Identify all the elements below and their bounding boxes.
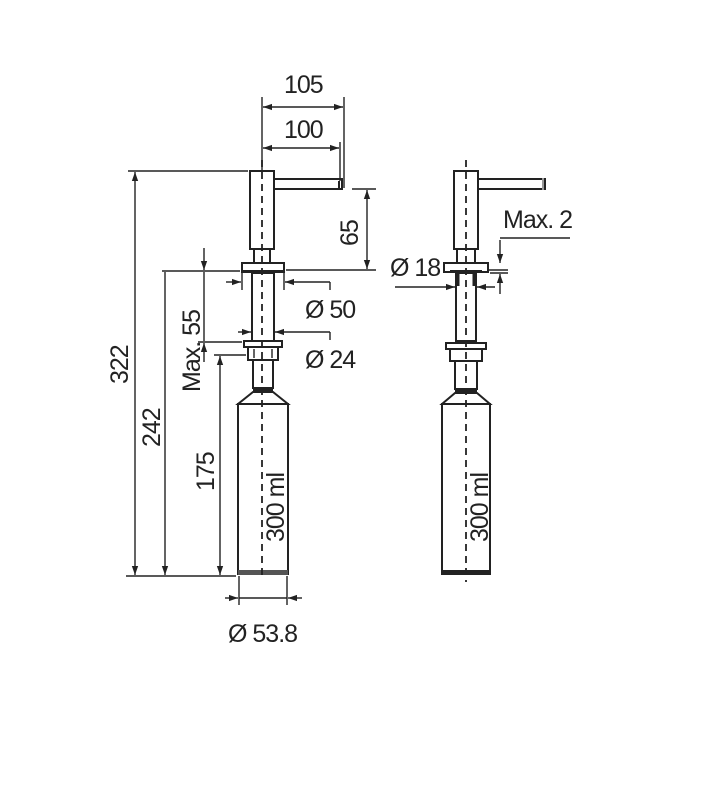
dimension-flange-diameter: Ø 50 <box>226 273 356 324</box>
bottle-capacity-label: 300 ml <box>466 473 494 542</box>
dimension-bottle-diameter: Ø 53.8 <box>225 576 302 648</box>
dimension-spout-height: 65 <box>286 188 376 271</box>
shank <box>251 272 275 342</box>
dimension-height-below-deck: 242 <box>138 270 240 575</box>
svg-text:175: 175 <box>192 452 220 491</box>
dimension-spout-reach-outer: 105 <box>261 71 345 188</box>
dimension-spout-reach-inner: 100 <box>263 116 341 181</box>
connector <box>252 359 274 389</box>
svg-text:322: 322 <box>106 345 134 384</box>
dimension-total-height: 322 <box>106 170 248 577</box>
dimension-nut-diameter: Ø 24 <box>238 328 357 374</box>
nut <box>247 346 279 361</box>
bottle <box>237 403 289 575</box>
svg-text:Ø 50: Ø 50 <box>305 296 355 324</box>
svg-text:Ø 18: Ø 18 <box>390 254 440 282</box>
svg-text:Max. 2: Max. 2 <box>503 206 572 234</box>
svg-text:Ø 53.8: Ø 53.8 <box>228 620 297 648</box>
bottle-shoulder <box>235 391 291 405</box>
spout-arm <box>477 178 546 190</box>
svg-text:Max. 55: Max. 55 <box>178 310 206 392</box>
svg-text:Ø 24: Ø 24 <box>305 346 356 374</box>
dimension-bottle-height: 175 <box>192 354 246 575</box>
svg-text:100: 100 <box>284 116 323 144</box>
dimension-max-gap: Max. 2 <box>488 206 573 294</box>
spout-arm <box>273 178 343 190</box>
svg-text:65: 65 <box>336 220 364 246</box>
svg-text:105: 105 <box>284 71 323 99</box>
front-view: 300 ml <box>235 160 343 580</box>
side-view: 300 ml <box>439 160 546 582</box>
svg-text:242: 242 <box>138 408 166 447</box>
dimension-shank-diameter: Ø 18 <box>390 254 495 291</box>
bottle-capacity-label: 300 ml <box>262 473 290 542</box>
dimension-max-deck-thickness: Max. 55 <box>178 248 242 392</box>
